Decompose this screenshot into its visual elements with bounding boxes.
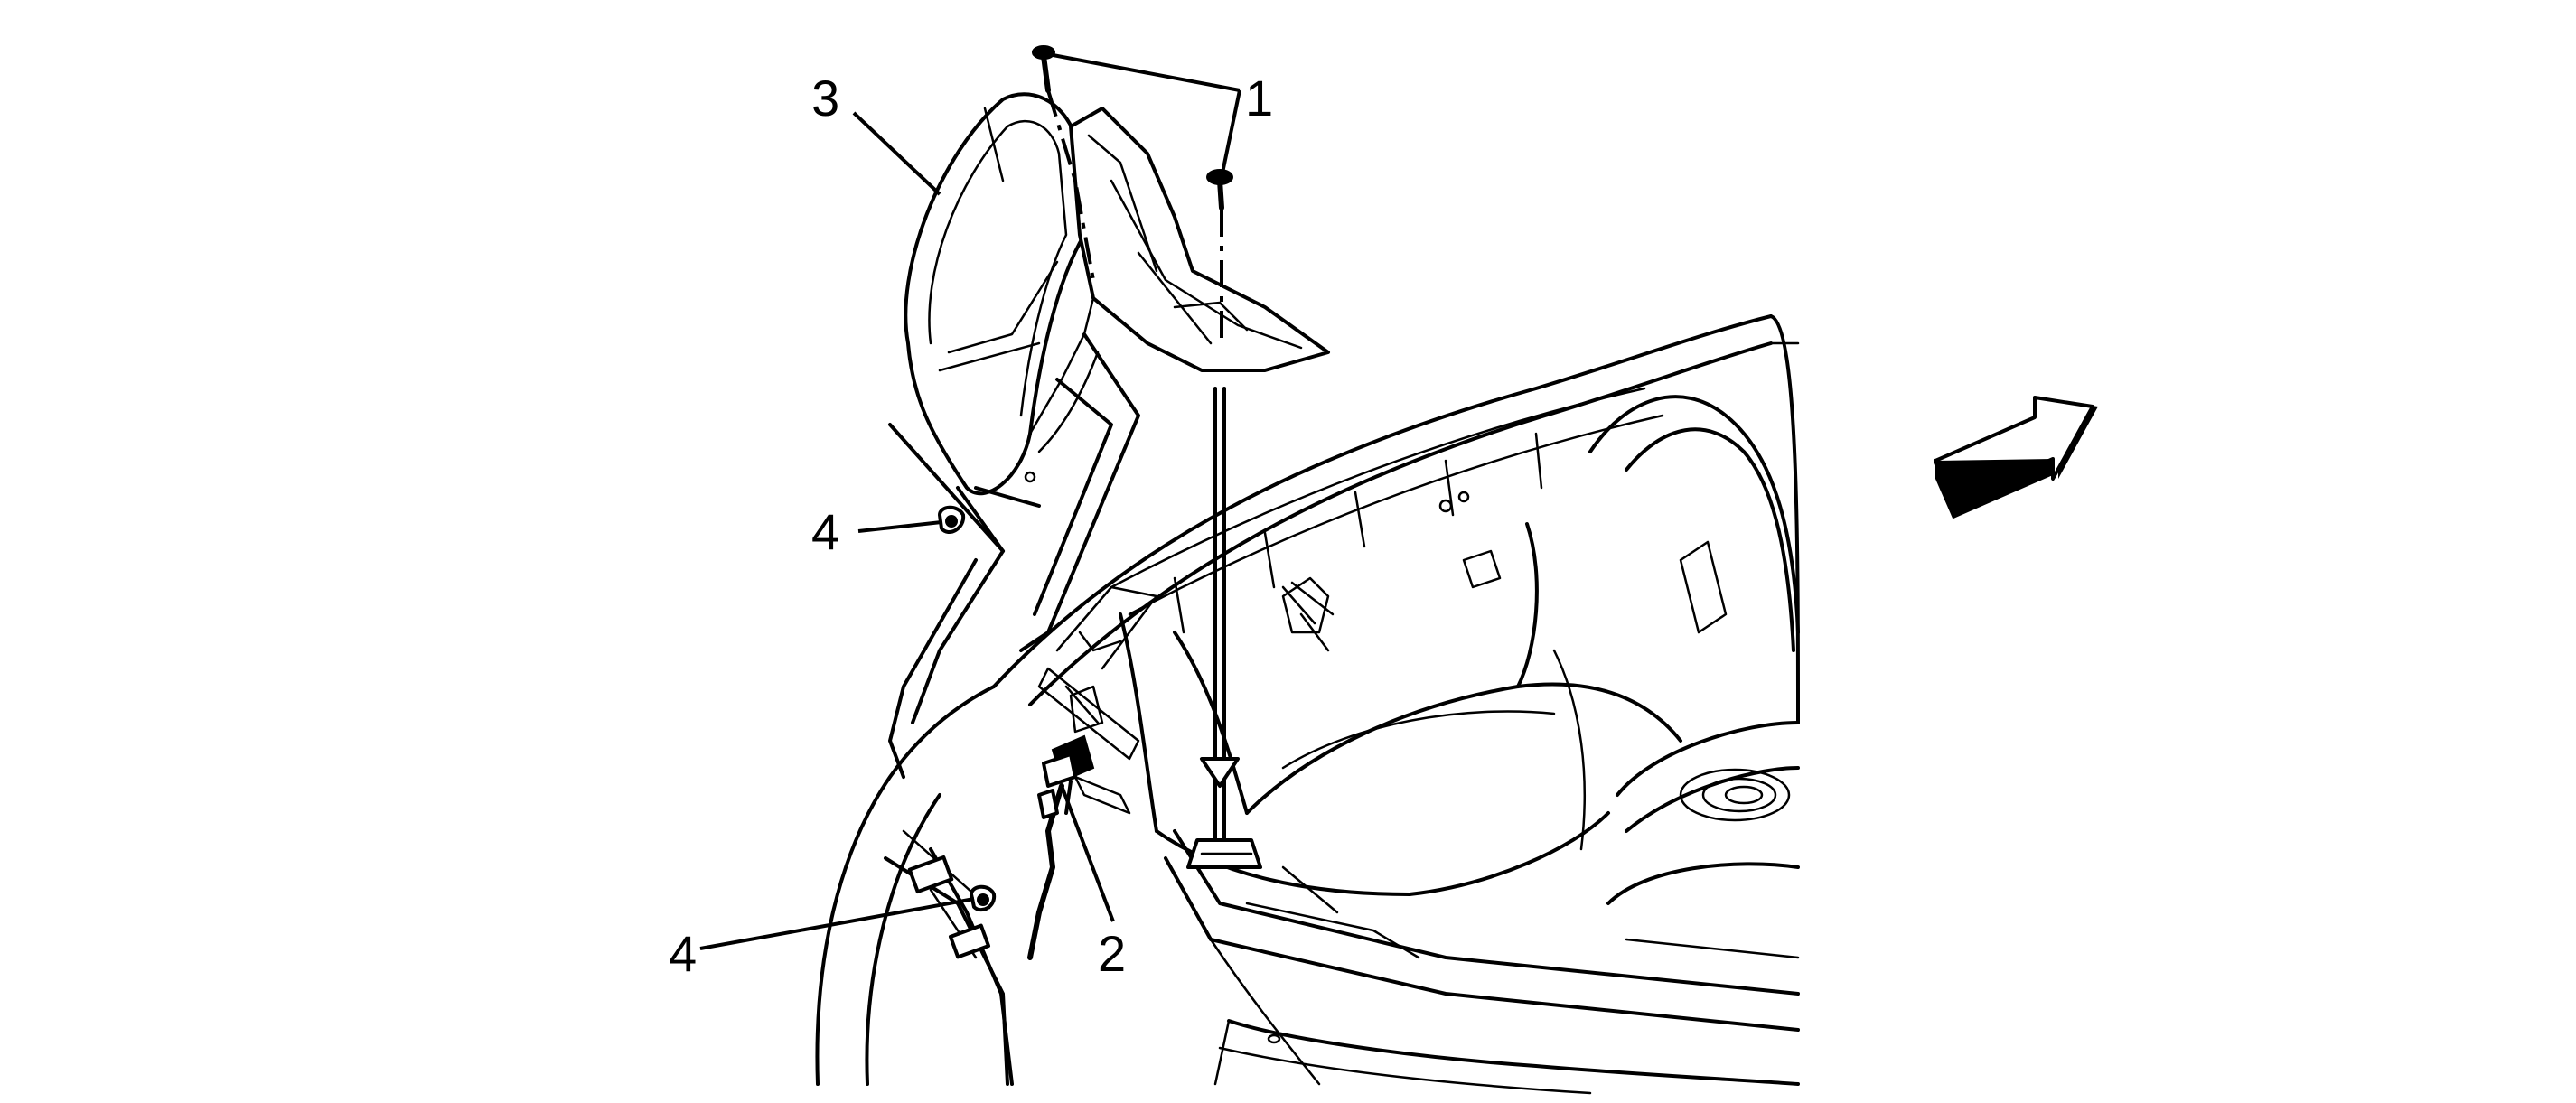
callout-4-lower: 4: [669, 925, 697, 982]
leader-lines: [699, 52, 1241, 950]
callout-3: 3: [811, 70, 839, 126]
callout-labels: 1 3 4 4 2: [669, 70, 1273, 982]
trunk-trim-panel: [888, 92, 1330, 779]
vehicle-trunk-body: [815, 314, 1800, 1095]
trim-retainers: [938, 505, 997, 912]
callout-4-upper: 4: [811, 503, 839, 560]
callout-2: 2: [1098, 925, 1126, 982]
forward-arrow-icon: [1934, 396, 2098, 520]
push-pin-retainers: [1032, 45, 1262, 869]
electrical-connector: [1027, 685, 1104, 960]
callout-1: 1: [1245, 70, 1273, 126]
